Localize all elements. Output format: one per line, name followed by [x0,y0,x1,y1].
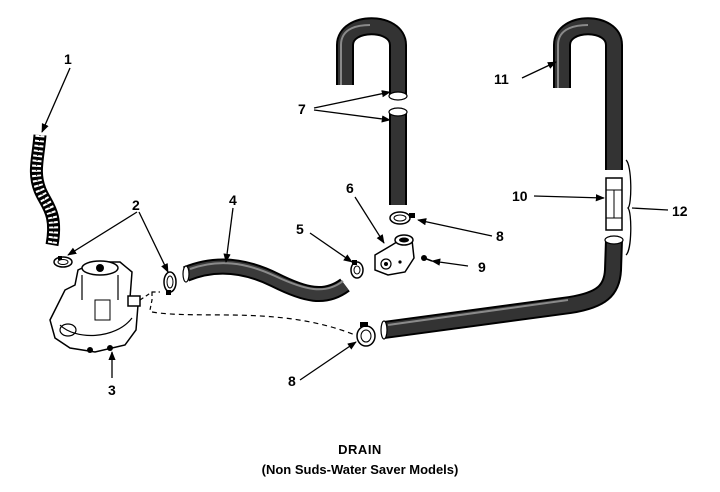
connection-dashed-lines [139,291,356,336]
callout-11: 11 [494,71,509,87]
assembly-bracket-part-12 [625,159,632,256]
hose-clamp-part-2-right [163,271,177,295]
callout-3: 3 [108,382,116,398]
standpipe-hose-part-7 [336,17,408,205]
hose-clamp-part-5 [350,260,364,279]
screw-part-9 [421,255,433,262]
hose-clamp-part-8-upper [389,211,415,225]
hose-clamp-part-8-lower [356,322,376,347]
drain-hose-part-4 [182,258,350,303]
callout-12: 12 [672,203,688,219]
diagram-title: DRAIN [338,442,382,457]
drain-pump-part-3 [49,260,141,353]
hose-clamp-part-2-left [53,256,73,268]
callout-10: 10 [512,188,528,204]
standpipe-hose-part-11 [553,17,623,170]
callout-6: 6 [346,180,354,196]
callout-5: 5 [296,221,304,237]
callout-4: 4 [229,192,237,208]
corrugated-hose-part-1 [29,134,60,247]
callout-leader-lines [41,61,669,381]
hose-connector-part-10 [605,177,623,231]
drain-housing-part-6 [374,234,415,276]
diagram-subtitle: (Non Suds-Water Saver Models) [261,462,459,477]
callout-7: 7 [298,101,306,117]
callout-1: 1 [64,51,72,67]
callout-8-lower: 8 [288,373,296,389]
long-drain-hose [380,235,624,340]
callout-2: 2 [132,197,140,213]
callout-9: 9 [478,259,486,275]
callout-8-upper: 8 [496,228,504,244]
